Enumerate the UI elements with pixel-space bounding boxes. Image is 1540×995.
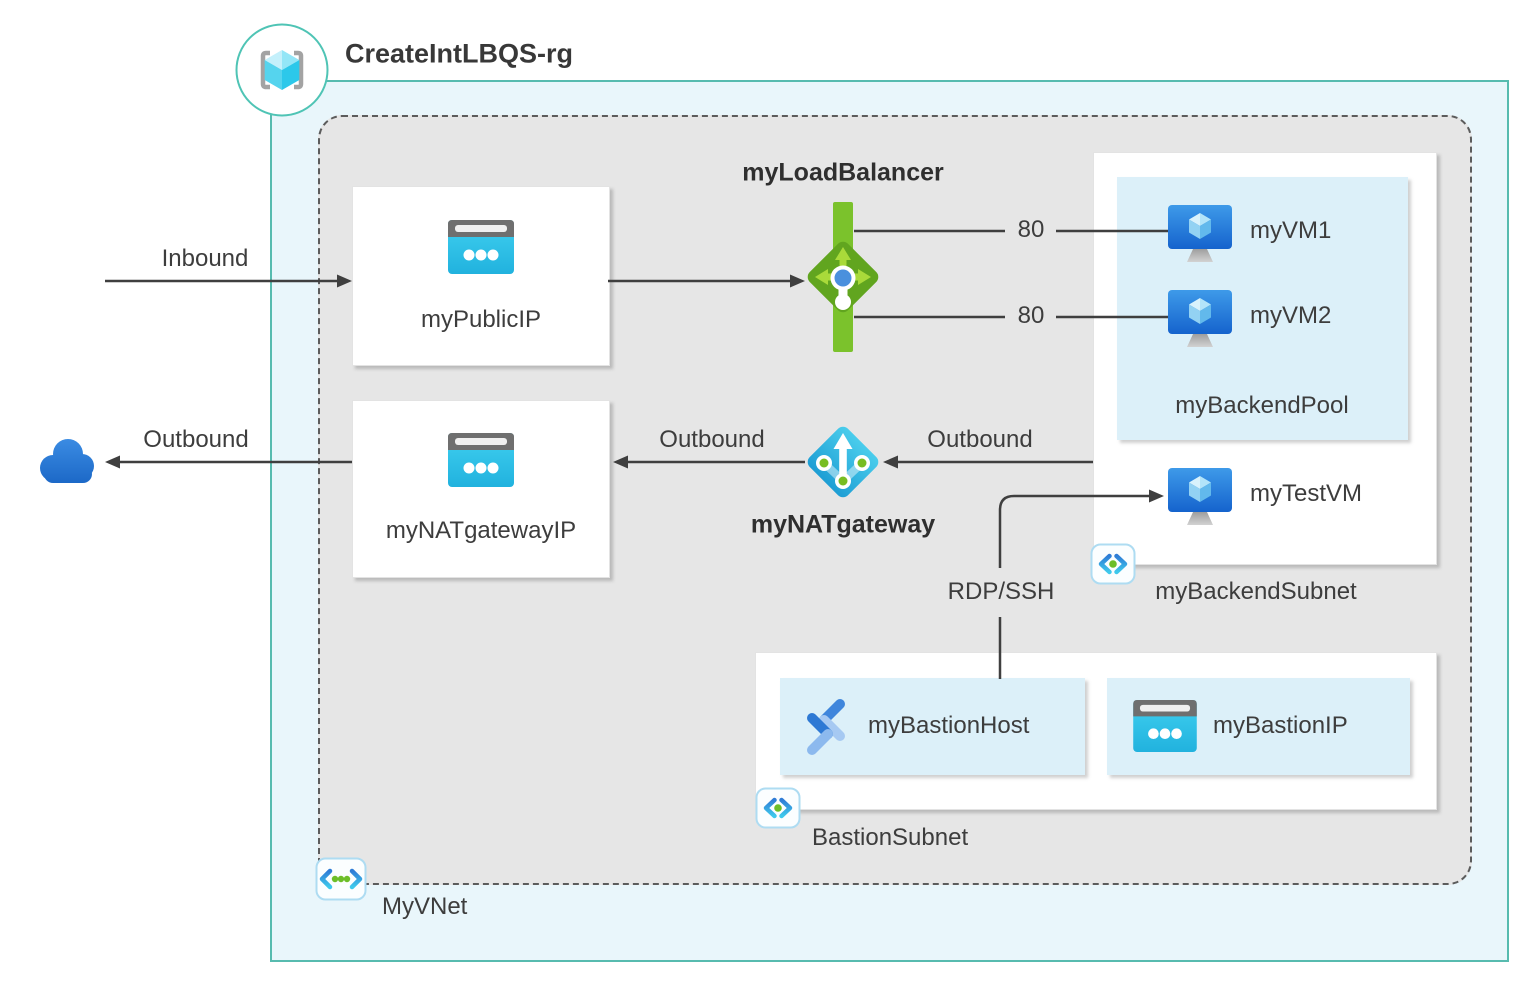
rdp-ssh-label: RDP/SSH — [947, 578, 1055, 605]
port-80-vm2-label: 80 — [1017, 302, 1045, 329]
nat-gateway-ip-node: myNATgatewayIP — [352, 400, 610, 578]
port-80-vm1-label: 80 — [1017, 216, 1045, 243]
nat-gateway-ip-icon — [448, 433, 514, 487]
vnet-label: MyVNet — [382, 893, 468, 920]
nat-gateway-icon — [807, 426, 879, 498]
bastion-host-label: myBastionHost — [868, 712, 1030, 739]
bastion-subnet-icon — [755, 787, 801, 829]
nat-gateway-ip-label: myNATgatewayIP — [385, 517, 577, 544]
vm2-label: myVM2 — [1250, 302, 1332, 329]
public-ip-label: myPublicIP — [420, 306, 542, 333]
backend-pool-label: myBackendPool — [1175, 392, 1349, 419]
vm2-icon — [1168, 290, 1232, 347]
vm1-icon — [1168, 205, 1232, 262]
resource-group-title: CreateIntLBQS-rg — [345, 38, 574, 69]
bastion-host-node: myBastionHost — [780, 678, 1085, 775]
bastion-icon — [807, 699, 845, 755]
vnet-icon — [315, 857, 367, 901]
load-balancer-icon — [807, 202, 879, 352]
backend-subnet-icon — [1090, 543, 1136, 585]
nat-gateway-label: myNATgateway — [750, 510, 936, 539]
backend-subnet-label: myBackendSubnet — [1155, 578, 1357, 605]
public-ip-icon — [448, 220, 514, 274]
outbound-internet-label: Outbound — [143, 426, 249, 453]
internet-cloud-icon — [40, 439, 94, 483]
load-balancer-label: myLoadBalancer — [742, 158, 944, 187]
test-vm-label: myTestVM — [1250, 480, 1363, 507]
public-ip-node: myPublicIP — [352, 186, 610, 366]
bastion-ip-node: myBastionIP — [1107, 678, 1410, 775]
resource-group-icon — [235, 23, 329, 117]
bastion-ip-icon — [1133, 700, 1197, 752]
vm1-label: myVM1 — [1250, 217, 1332, 244]
bastion-subnet-label: BastionSubnet — [812, 824, 969, 851]
outbound-nat-ip-label: Outbound — [659, 426, 765, 453]
inbound-label: Inbound — [161, 245, 249, 272]
test-vm-icon — [1168, 468, 1232, 525]
backend-pool-box — [1117, 177, 1408, 440]
outbound-subnet-label: Outbound — [927, 426, 1033, 453]
bastion-ip-label: myBastionIP — [1213, 712, 1348, 739]
